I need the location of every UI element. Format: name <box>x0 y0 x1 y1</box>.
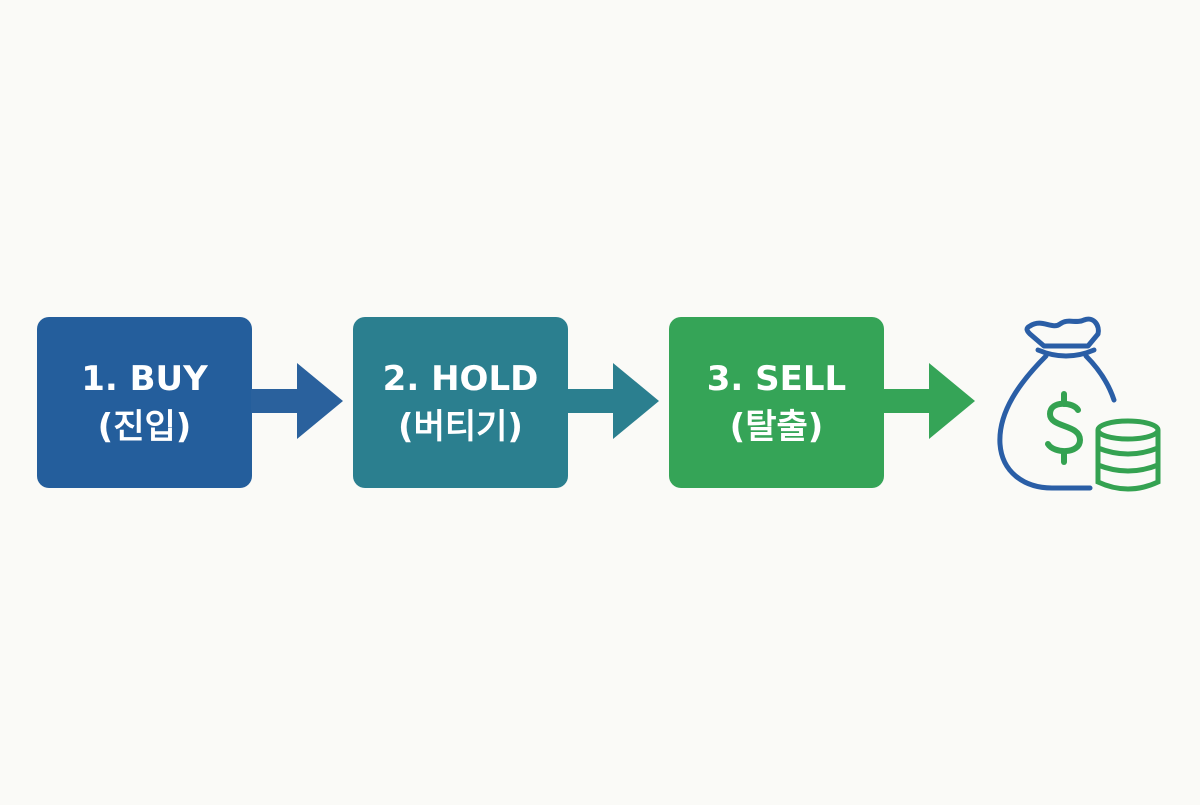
step-buy-box: 1. BUY (진입) <box>37 317 252 488</box>
step-sell-box: 3. SELL (탈출) <box>669 317 884 488</box>
step-hold-subtitle: (버티기) <box>398 406 523 447</box>
step-hold-title: 2. HOLD <box>382 358 539 399</box>
arrow-right-icon <box>251 363 343 439</box>
step-sell-subtitle: (탈출) <box>729 406 824 447</box>
step-hold-box: 2. HOLD (버티기) <box>353 317 568 488</box>
step-sell-title: 3. SELL <box>706 358 847 399</box>
step-buy-subtitle: (진입) <box>97 406 192 447</box>
arrow-right-icon <box>567 363 659 439</box>
arrow-right-icon <box>883 363 975 439</box>
money-bag-coins-icon <box>997 316 1161 492</box>
step-buy-title: 1. BUY <box>81 358 208 399</box>
